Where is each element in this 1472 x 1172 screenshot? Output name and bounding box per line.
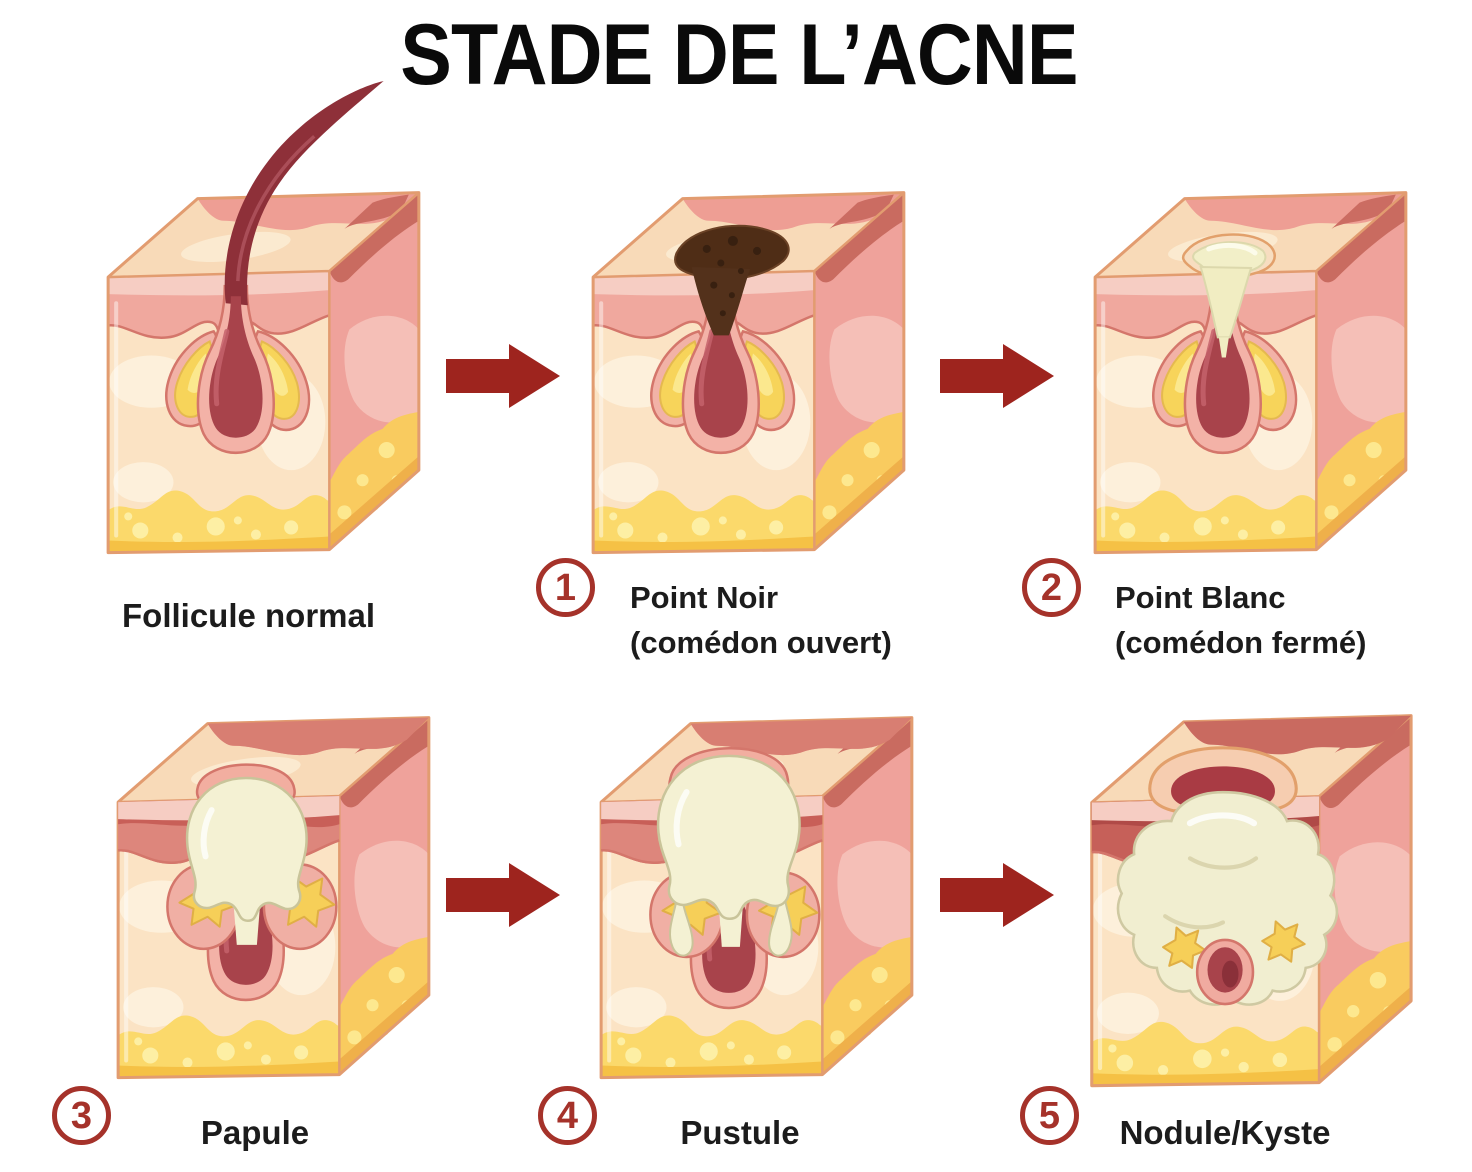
label-nodule-kyste: Nodule/Kyste bbox=[1119, 1114, 1331, 1151]
arrow-right-icon bbox=[940, 863, 1054, 927]
illustration-papule bbox=[95, 605, 457, 1092]
arrow-right-icon bbox=[940, 344, 1054, 408]
stage-number-badge: 2 bbox=[1022, 558, 1081, 617]
illustration-blackhead bbox=[570, 80, 932, 567]
label-follicule-normal: Follicule normal bbox=[122, 597, 376, 634]
arrow-right-icon bbox=[446, 863, 560, 927]
label-point-blanc: Point Blanc (comédon fermé) bbox=[1115, 580, 1367, 660]
papule-pus bbox=[185, 776, 308, 945]
illustration-whitehead bbox=[1072, 80, 1434, 567]
illustration-normal-follicle bbox=[85, 80, 447, 567]
stage-number-badge: 5 bbox=[1020, 1086, 1079, 1145]
blackhead-plug bbox=[674, 224, 790, 336]
label-pustule: Pustule bbox=[680, 1114, 800, 1151]
stage-number-badge: 1 bbox=[536, 558, 595, 617]
label-papule: Papule bbox=[200, 1114, 310, 1151]
illustration-pustule bbox=[578, 605, 940, 1092]
pustule-pus bbox=[656, 754, 801, 957]
arrow-right-icon bbox=[446, 344, 560, 408]
stage-number-badge: 4 bbox=[538, 1086, 597, 1145]
whitehead-plug bbox=[1181, 233, 1276, 358]
label-point-noir: Point Noir (comédon ouvert) bbox=[630, 580, 892, 660]
nodule-mass bbox=[1116, 746, 1339, 1006]
stage-number-badge: 3 bbox=[52, 1086, 111, 1145]
illustration-nodule-cyst bbox=[1068, 600, 1440, 1100]
page-title: STADE DE L’ACNE bbox=[400, 7, 1078, 103]
